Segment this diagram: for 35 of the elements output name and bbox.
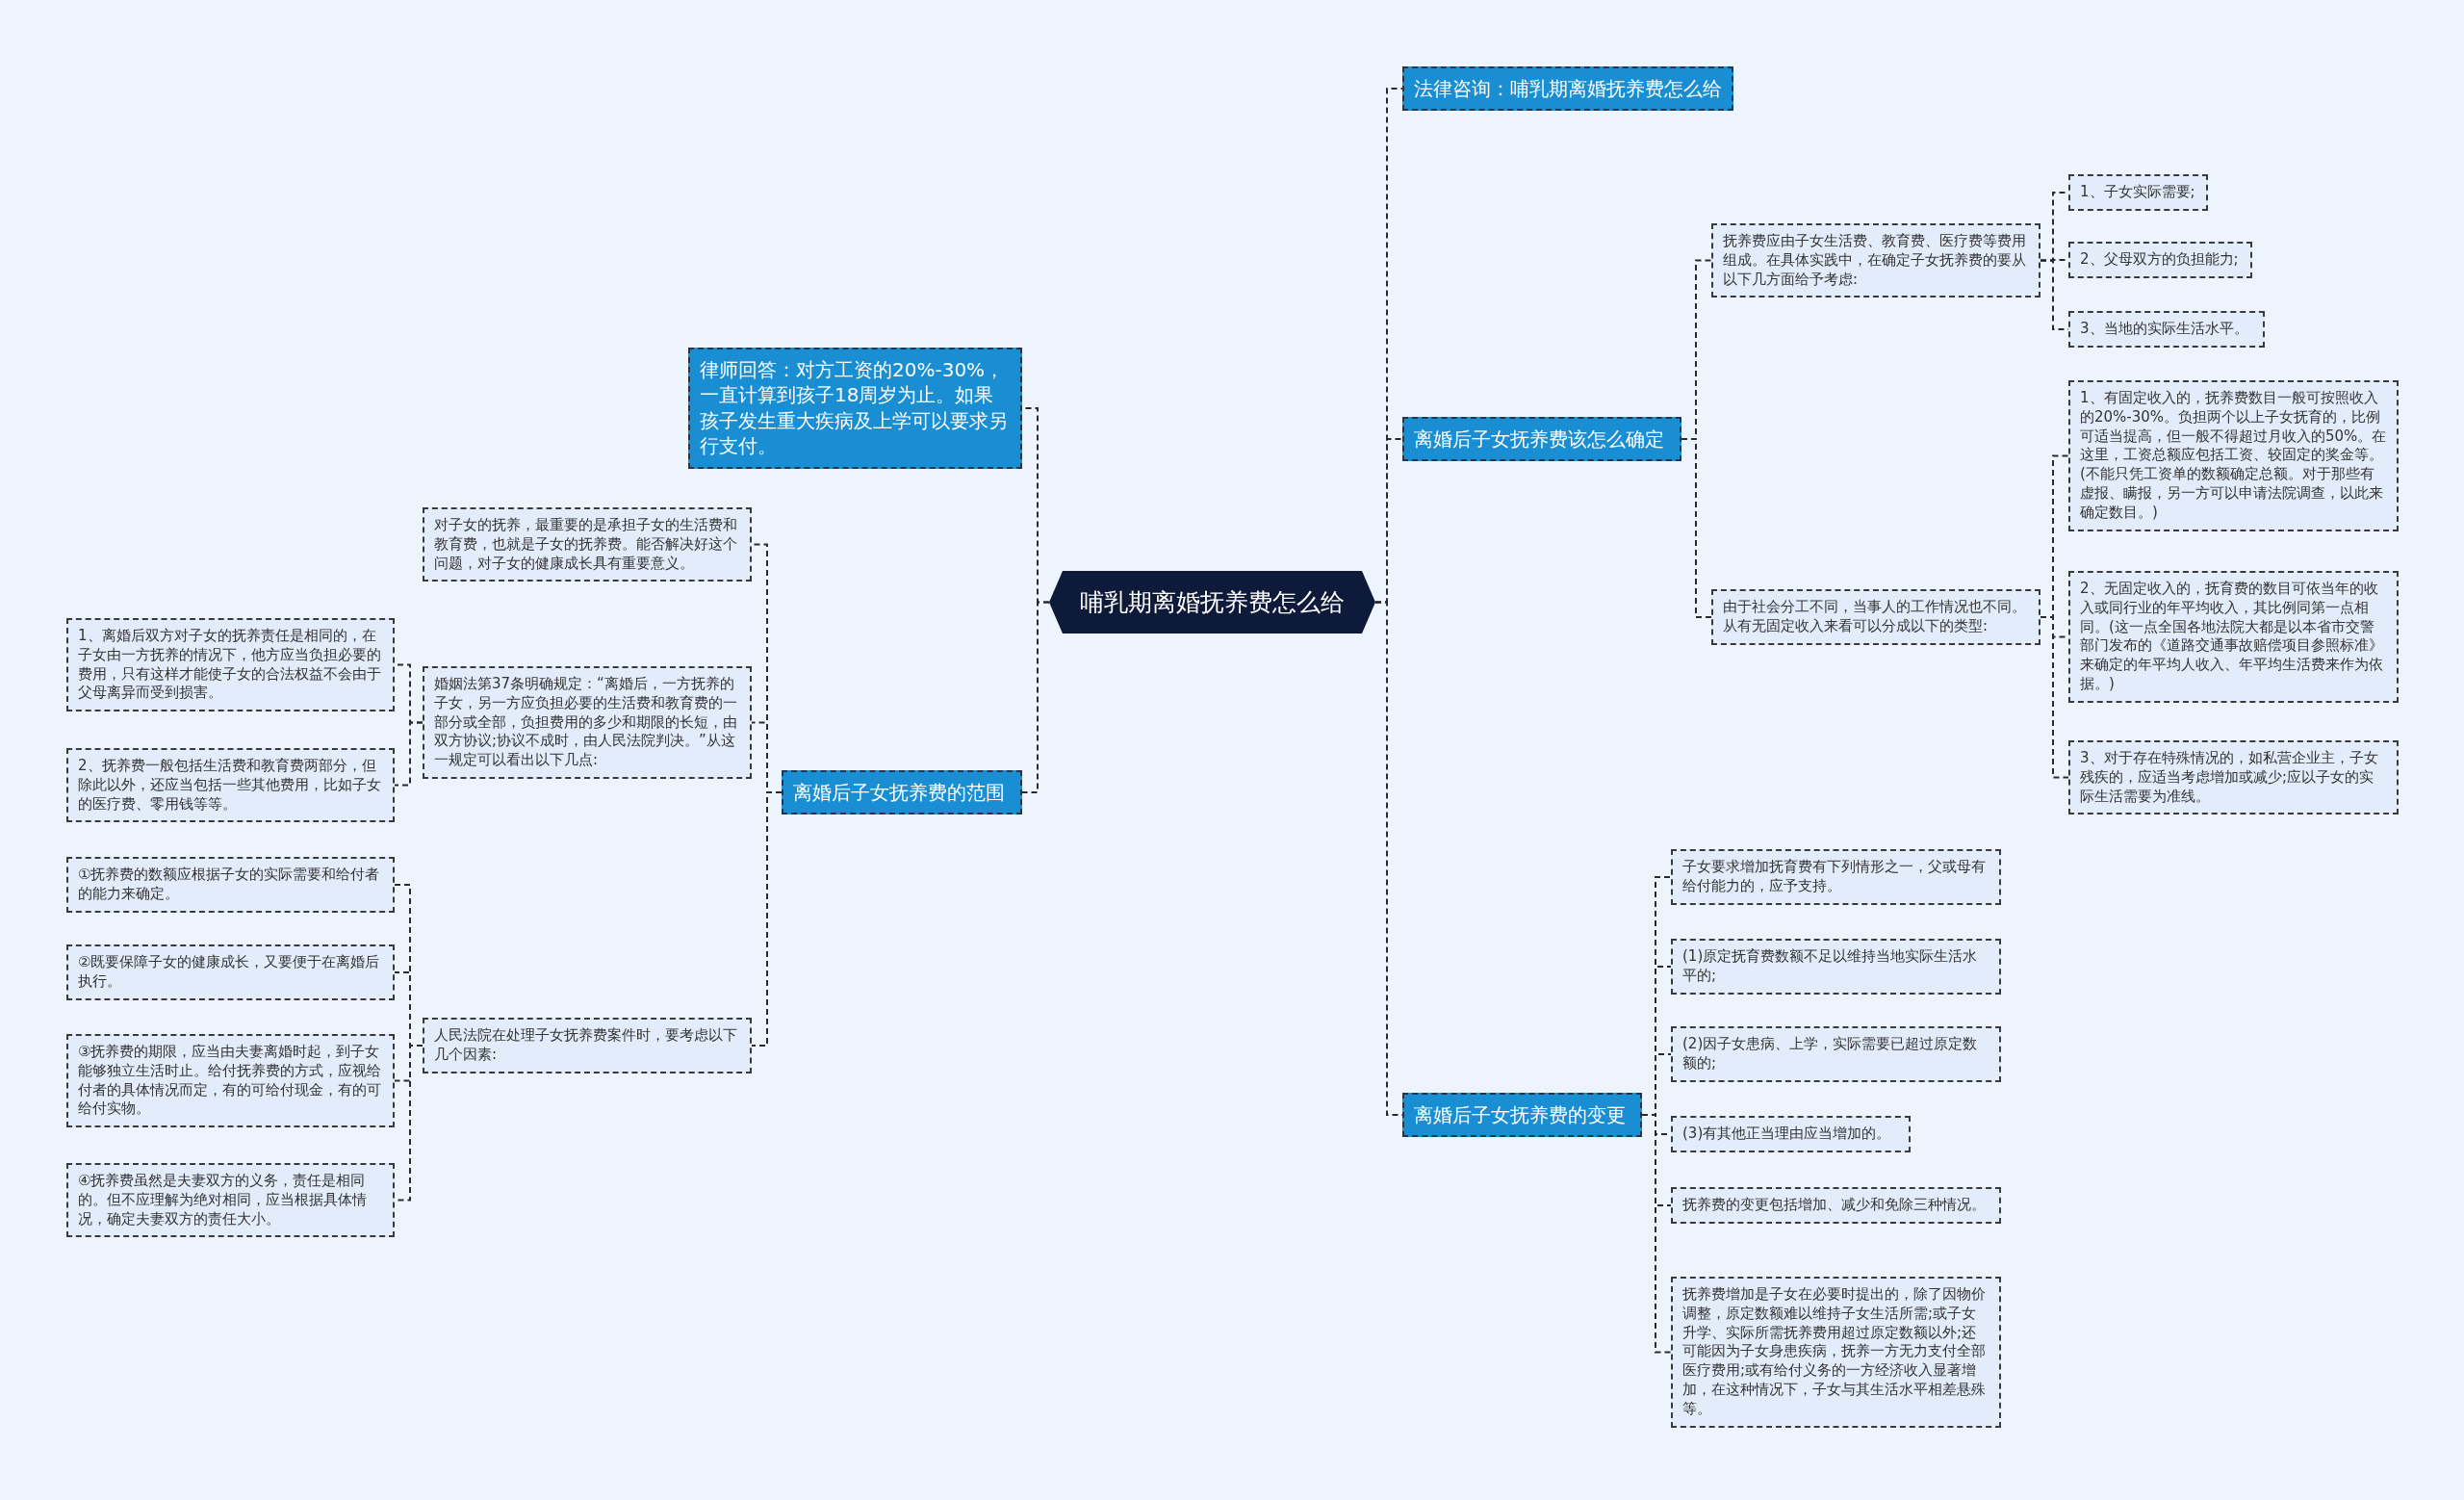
topic-box: 离婚后子女抚养费的变更 [1402,1093,1642,1138]
note-box: (2)因子女患病、上学，实际需要已超过原定数额的; [1671,1026,2001,1082]
note-box: ④抚养费虽然是夫妻双方的义务，责任是相同的。但不应理解为绝对相同，应当根据具体情况，确定夫妻双方的责任大小。 [66,1163,395,1238]
note-box: 2、抚养费一般包括生活费和教育费两部分，但除此以外，还应当包括一些其他费用，比如子女的医疗费、零用钱等等。 [66,748,395,823]
note-box: (3)有其他正当理由应当增加的。 [1671,1116,1911,1152]
note-box: 抚养费增加是子女在必要时提出的，除了因物价调整，原定数额难以维持子女生活所需;或子女升学、实际所需抚养费用超过原定数额以外;还可能因为子女身患疾病，抚养一方无力支付全部医疗费用;或有给付义务的一方经济收入显著增加，在这种情况下，子女与其生活水平相差悬殊等。 [1671,1277,2001,1428]
note-box: 婚姻法第37条明确规定：“离婚后，一方抚养的子女，另一方应负担必要的生活费和教育费的一部分或全部，负担费用的多少和期限的长短，由双方协议;协议不成时，由人民法院判决。”从这一规定可以看出以下几点: [423,666,752,779]
note-box: 1、子女实际需要; [2068,174,2208,211]
note-box: ②既要保障子女的健康成长，又要便于在离婚后执行。 [66,944,395,1000]
note-box: 人民法院在处理子女抚养费案件时，要考虑以下几个因素: [423,1018,752,1073]
note-box: 1、有固定收入的，抚养费数目一般可按照收入的20%-30%。负担两个以上子女抚育的，比例可适当提高，但一般不得超过月收入的50%。在这里，工资总额应包括工资、较固定的奖金等。(不能只凭工资单的数额确定总额。对于那些有虚报、瞒报，另一方可以申请法院调查，以此来确定数目。) [2068,380,2399,531]
topic-box: 离婚后子女抚养费的范围 [782,770,1022,815]
connector-line [394,721,424,787]
note-box: 抚养费应由子女生活费、教育费、医疗费等费用组成。在具体实践中，在确定子女抚养费的要从以下几方面给予考虑: [1711,223,2040,298]
note-box: 3、对于存在特殊情况的，如私营企业主，子女残疾的，应适当考虑增加或减少;应以子女的实际生活需要为准线。 [2068,740,2399,815]
central-topic: 哺乳期离婚抚养费怎么给 [1049,571,1375,634]
connector-line [2040,616,2069,779]
note-box: 由于社会分工不同，当事人的工作情况也不同。从有无固定收入来看可以分成以下的类型: [1711,589,2040,645]
note-box: ③抚养费的期限，应当由夫妻离婚时起，到子女能够独立生活时止。给付抚养费的方式，应视给付者的具体情况而定，有的可给付现金，有的可给付实物。 [66,1034,395,1128]
note-box: 2、父母双方的负担能力; [2068,242,2252,278]
note-box: 3、当地的实际生活水平。 [2068,311,2265,348]
connector-line [751,791,783,1047]
topic-box: 离婚后子女抚养费该怎么确定 [1402,417,1681,462]
note-box: 对子女的抚养，最重要的是承担子女的生活费和教育费，也就是子女的抚养费。能否解决好这个问题，对子女的健康成长具有重要意义。 [423,507,752,582]
connector-line [1021,601,1050,793]
note-box: 抚养费的变更包括增加、减少和免除三种情况。 [1671,1187,2001,1224]
topic-box: 法律咨询：哺乳期离婚抚养费怎么给 [1402,66,1733,112]
note-box: 1、离婚后双方对子女的抚养责任是相同的，在子女由一方抚养的情况下，他方应当负担必要的费用，只有这样才能使子女的合法权益不会由于父母离异而受到损害。 [66,618,395,712]
note-box: 2、无固定收入的，抚育费的数目可依当年的收入或同行业的年平均收入，其比例同第一点相同。(这一点全国各地法院大都是以本省市交警部门发布的《道路交通事故赔偿项目参照标准》来确定的年平均人收入、年平均生活费来作为依据。) [2068,571,2399,703]
note-box: ①抚养费的数额应根据子女的实际需要和给付者的能力来确定。 [66,857,395,913]
connector-line [1641,1114,1672,1354]
topic-box: 律师回答：对方工资的20%-30%，一直计算到孩子18周岁为止。如果孩子发生重大疾病及上学可以要求另行支付。 [688,348,1022,469]
connector-line [1681,438,1712,618]
note-box: (1)原定抚育费数额不足以维持当地实际生活水平的; [1671,939,2001,995]
note-box: 子女要求增加抚育费有下列情形之一，父或母有给付能力的，应予支持。 [1671,849,2001,905]
